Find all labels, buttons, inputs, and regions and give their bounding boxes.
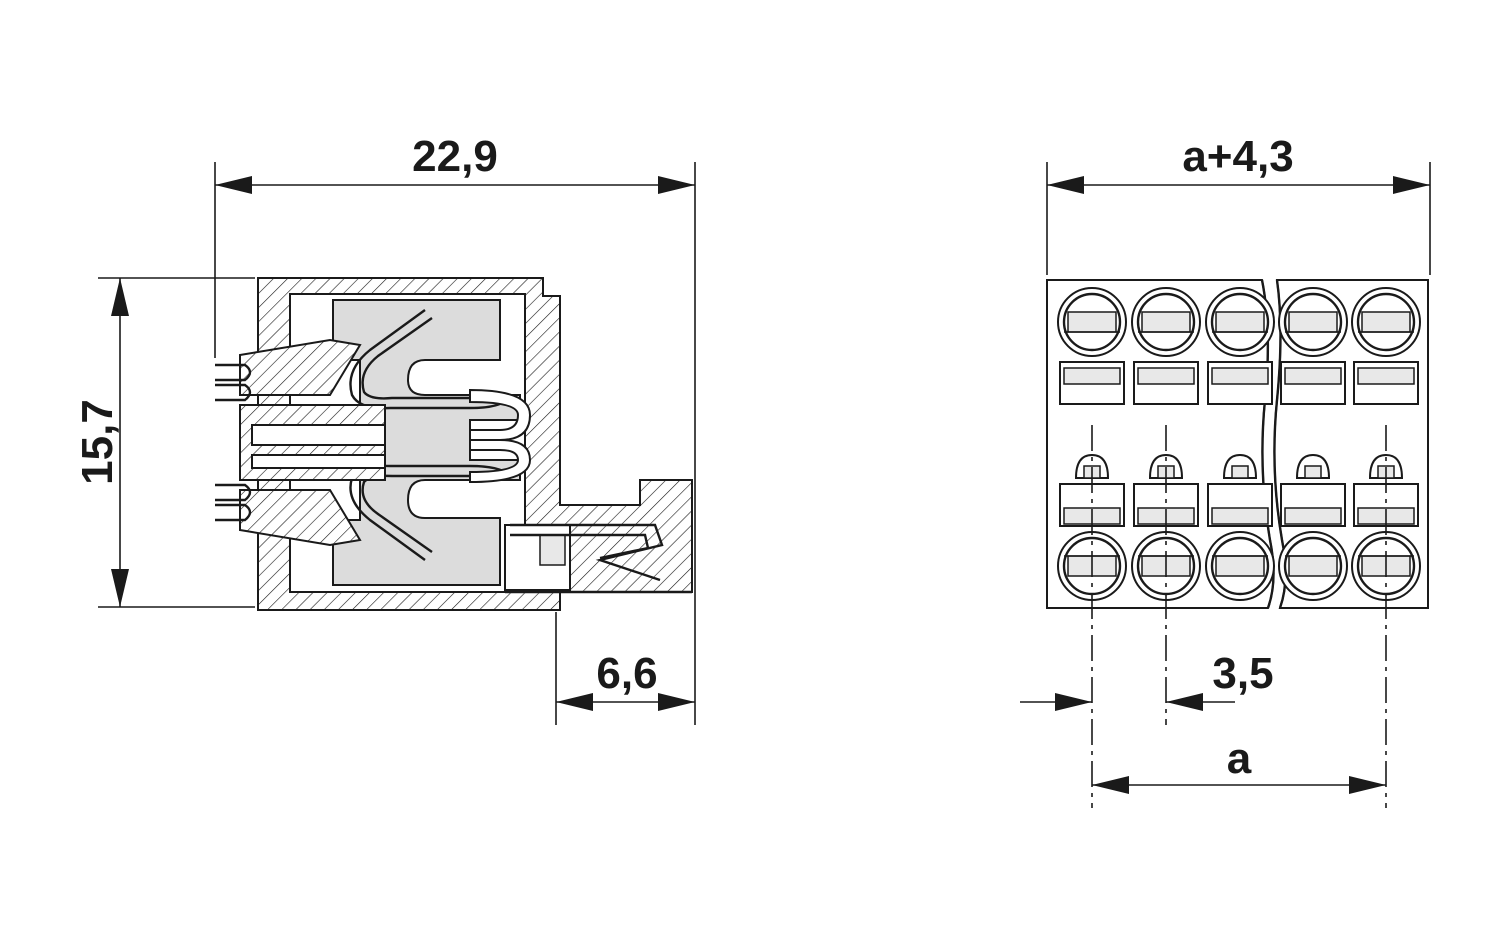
dimension-label-height: 15,7 xyxy=(73,399,122,485)
center-lines xyxy=(1091,425,1387,808)
bottom-terminal xyxy=(1278,453,1348,601)
top-terminal xyxy=(1205,287,1275,405)
top-terminal xyxy=(1351,287,1421,405)
dimension-label-pin-depth: 6,6 xyxy=(596,649,657,698)
top-terminal-row xyxy=(1057,287,1421,405)
dimension-pitch: 3,5 xyxy=(1020,649,1274,711)
dimension-height: 15,7 xyxy=(73,277,255,608)
dimension-pin-depth: 6,6 xyxy=(555,612,695,725)
side-view: 22,9 15,7 6,6 xyxy=(73,132,696,725)
dimension-label-width: a+4,3 xyxy=(1182,132,1293,181)
dimension-label-length: 22,9 xyxy=(412,132,498,181)
dimension-label-span: a xyxy=(1227,734,1252,783)
top-terminal xyxy=(1057,287,1127,405)
top-terminal xyxy=(1278,287,1348,405)
front-view: a+4,3 xyxy=(1020,132,1431,808)
dimension-span: a xyxy=(1092,734,1386,794)
housing-section xyxy=(215,277,693,611)
dimension-overall-width: a+4,3 xyxy=(1046,132,1431,275)
top-terminal xyxy=(1131,287,1201,405)
dimension-label-pitch: 3,5 xyxy=(1212,649,1273,698)
dimension-overall-length: 22,9 xyxy=(214,132,696,725)
bottom-terminal xyxy=(1205,453,1275,601)
